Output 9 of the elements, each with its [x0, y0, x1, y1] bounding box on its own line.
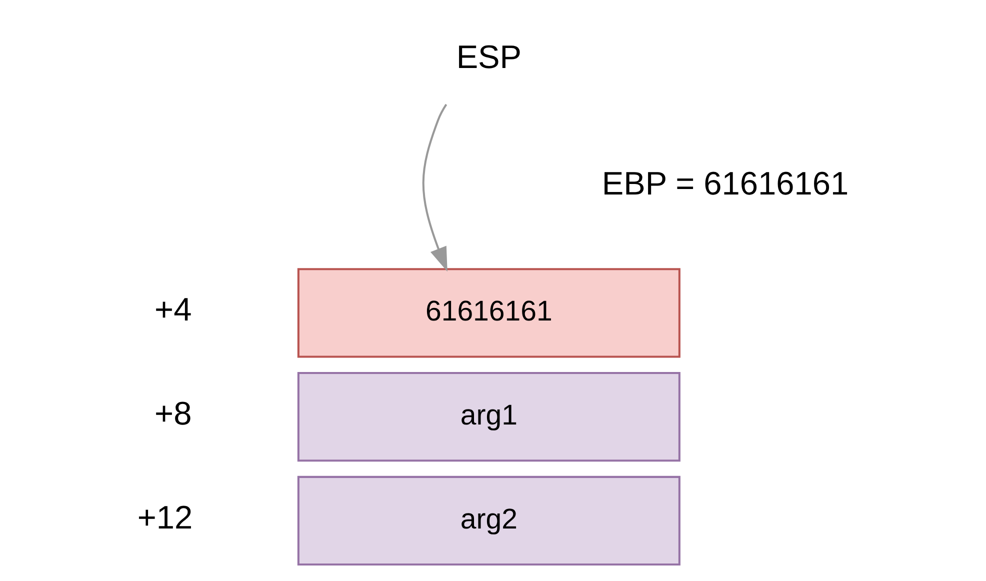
label: +8: [154, 394, 192, 432]
arrow: [422, 104, 448, 272]
label: EBP = 61616161: [602, 164, 849, 202]
node-text: ESP: [456, 38, 522, 76]
label: +4: [154, 290, 192, 328]
label: +12: [137, 498, 193, 536]
node-box: arg2: [297, 476, 680, 566]
node-box: 61616161: [297, 268, 680, 358]
node-box: arg1: [297, 372, 680, 462]
